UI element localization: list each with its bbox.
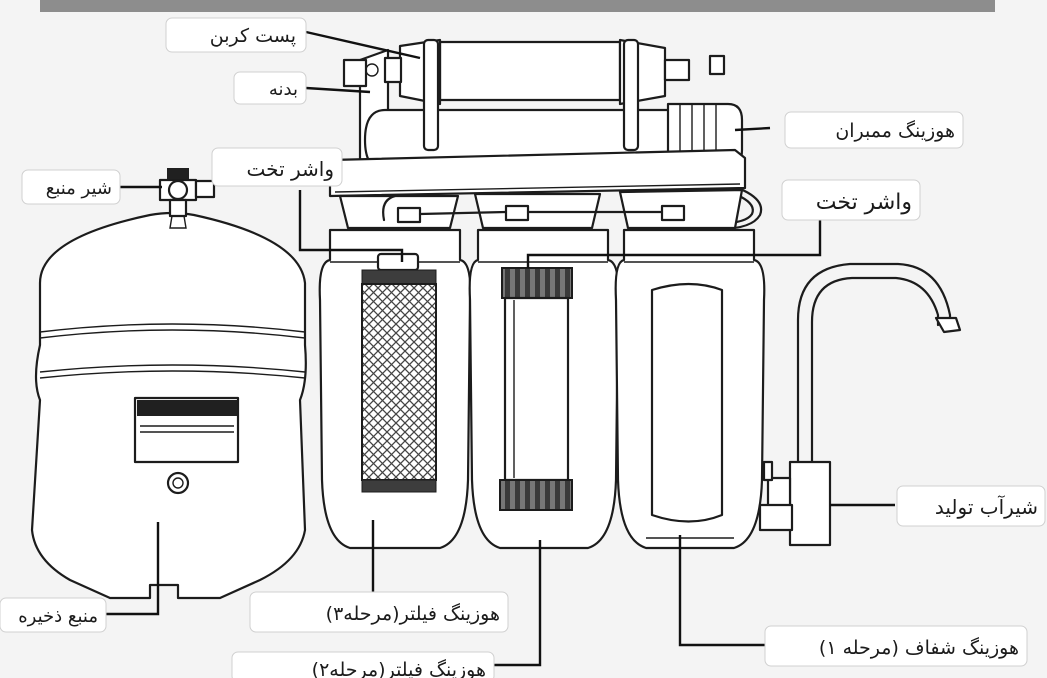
filter-head-plate xyxy=(328,148,747,230)
housing-stage-1 xyxy=(614,228,766,550)
label-membrane-housing: هوزینگ ممبران xyxy=(784,111,964,149)
product-faucet xyxy=(758,262,962,547)
leader-lines xyxy=(104,30,895,667)
labels: پست کربن بدنه هوزینگ ممبران واشر تخت واش… xyxy=(0,17,1046,678)
label-flat-washer-left: واشر تخت xyxy=(211,147,343,187)
label-filter-housing-2-text: هوزینگ فیلتر(مرحله۲) xyxy=(312,659,486,678)
label-product-faucet: شیرآب تولید xyxy=(896,485,1046,527)
label-filter-housing-2: هوزینگ فیلتر(مرحله۲) xyxy=(231,651,495,678)
label-flat-washer-right: واشر تخت xyxy=(781,179,921,221)
label-filter-housing-3-text: هوزینگ فیلتر(مرحله۳) xyxy=(326,603,500,625)
top-bar xyxy=(40,0,995,12)
label-storage-tank-text: منبع ذخیره xyxy=(18,606,98,627)
label-product-faucet-text: شیرآب تولید xyxy=(935,494,1038,519)
label-source-valve-text: شیر منبع xyxy=(46,178,112,199)
label-clear-housing-1-text: هوزینگ شفاف (مرحله ۱) xyxy=(819,637,1019,659)
storage-tank xyxy=(30,168,307,600)
label-post-carbon: پست کربن xyxy=(165,17,307,53)
label-source-valve: شیر منبع xyxy=(21,169,121,205)
label-membrane-housing-text: هوزینگ ممبران xyxy=(835,120,955,142)
label-body-text: بدنه xyxy=(269,79,298,100)
housing-stage-2 xyxy=(468,228,620,550)
label-storage-tank: منبع ذخیره xyxy=(0,597,107,633)
housing-stage-3 xyxy=(318,228,472,550)
label-filter-housing-3: هوزینگ فیلتر(مرحله۳) xyxy=(249,591,509,633)
label-flat-washer-right-text: واشر تخت xyxy=(816,190,912,215)
label-clear-housing-1: هوزینگ شفاف (مرحله ۱) xyxy=(764,625,1028,667)
post-carbon-filter xyxy=(438,40,622,102)
label-post-carbon-text: پست کربن xyxy=(210,25,296,47)
label-body: بدنه xyxy=(233,71,307,105)
label-flat-washer-left-text: واشر تخت xyxy=(247,157,334,181)
